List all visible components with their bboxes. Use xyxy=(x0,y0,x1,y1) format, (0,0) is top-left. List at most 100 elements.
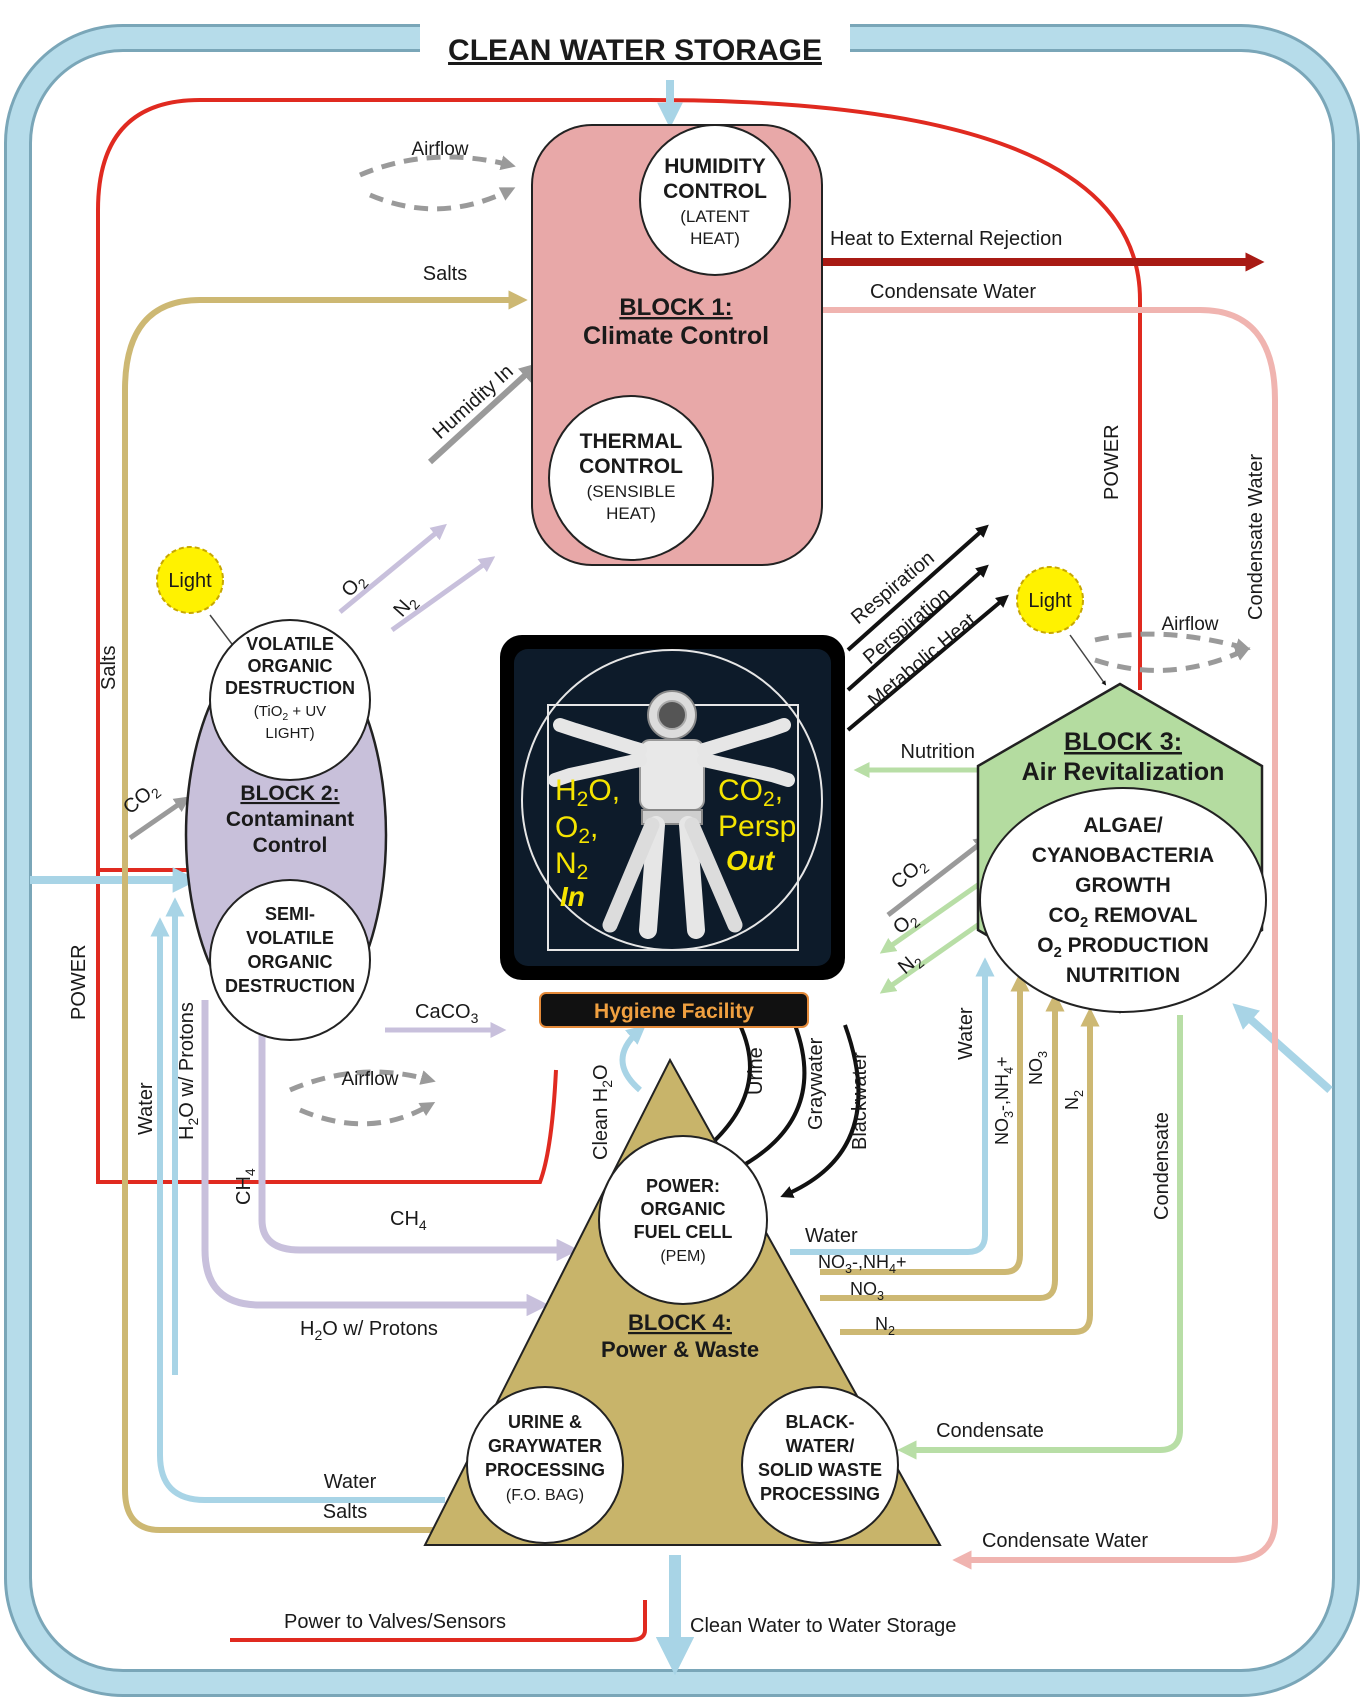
clean-water-storage-label: Clean Water to Water Storage xyxy=(690,1615,956,1637)
block2-name-2: Control xyxy=(253,834,328,857)
volatile-line-3: DESTRUCTION xyxy=(225,678,355,698)
n2-label: N2 xyxy=(389,590,423,623)
water-return-line xyxy=(150,917,445,1503)
volatile-line-4: (TiO2 + UV xyxy=(254,703,326,723)
clean-h2o-arrow xyxy=(619,1024,646,1093)
volatile-line-2: ORGANIC xyxy=(248,656,333,676)
semivolatile-line-4: DESTRUCTION xyxy=(225,976,355,996)
power-line-1: POWER: xyxy=(646,1176,720,1196)
crew-output-arrows xyxy=(846,524,1009,732)
co2-in-block2-arrow xyxy=(128,796,191,841)
crew-out-persp: Persp xyxy=(718,810,796,843)
block4-title: BLOCK 4: xyxy=(628,1310,732,1335)
block3-line-6: NUTRITION xyxy=(1066,964,1180,987)
caco3-label: CaCO3 xyxy=(415,1001,479,1026)
power-line-4: (PEM) xyxy=(660,1248,705,1265)
vitruvian-astronaut-icon xyxy=(521,649,823,951)
volatile-organic-circle xyxy=(209,619,371,781)
urine-label: Urine xyxy=(745,1047,767,1095)
airflow-label-top: Airflow xyxy=(411,139,468,160)
block1-title: BLOCK 1: xyxy=(619,294,732,321)
humidity-line-4: HEAT) xyxy=(690,229,740,248)
water-to-block3-line xyxy=(790,957,995,1255)
crew-in-h2o: H2O, xyxy=(555,774,620,811)
semivolatile-line-3: ORGANIC xyxy=(248,952,333,972)
crew-out-label: Out xyxy=(726,845,776,876)
urine-line-1: URINE & xyxy=(508,1412,582,1432)
ch4-line xyxy=(258,1030,579,1262)
salts-top-label: Salts xyxy=(423,263,467,285)
light-label-left: Light xyxy=(168,570,212,592)
blackwater-processing-circle xyxy=(741,1386,899,1544)
block3-title: BLOCK 3: xyxy=(1064,728,1182,756)
humidity-in-label: Humidity In xyxy=(429,360,518,443)
urine-line-3: PROCESSING xyxy=(485,1460,605,1480)
o2-out-arrow xyxy=(338,523,447,614)
no3-vertical-label: NO3 xyxy=(1026,1051,1050,1085)
black-line-2: WATER/ xyxy=(786,1436,855,1456)
block3-name: Air Revitalization xyxy=(1022,758,1225,786)
fuel-cell-circle xyxy=(598,1135,768,1305)
ch4-vertical-label: CH4 xyxy=(233,1168,258,1205)
condensate-water-bottom-label: Condensate Water xyxy=(982,1530,1148,1552)
no3-label: NO3 xyxy=(850,1279,884,1303)
h2o-protons-vertical-label: H2O w/ Protons xyxy=(176,1002,201,1140)
graywater-label: Graywater xyxy=(805,1037,827,1130)
no3-nh4-label: NO3-,NH4+ xyxy=(818,1252,907,1276)
power-lines xyxy=(96,98,1142,1642)
condensate-water-top-label: Condensate Water xyxy=(870,281,1036,303)
light-sun-right xyxy=(1016,566,1084,634)
block1-name: Climate Control xyxy=(583,322,769,350)
thermal-line-2: CONTROL xyxy=(579,455,683,478)
airflow-label-bottom: Airflow xyxy=(341,1069,398,1090)
airflow-label-right: Airflow xyxy=(1161,614,1218,635)
salts-bottom-label: Salts xyxy=(323,1501,367,1523)
condensate-vertical-label: Condensate xyxy=(1151,1112,1173,1220)
no3-nh4-vertical-label: NO3-,NH4+ xyxy=(992,1056,1016,1145)
heat-rejection-label: Heat to External Rejection xyxy=(830,228,1062,250)
semivolatile-line-1: SEMI- xyxy=(265,904,315,924)
storage-title: CLEAN WATER STORAGE xyxy=(448,34,822,67)
thermal-line-4: HEAT) xyxy=(606,504,656,523)
salts-left-label: Salts xyxy=(98,646,120,690)
condensate-bottom-label: Condensate xyxy=(936,1420,1044,1442)
power-line-3: FUEL CELL xyxy=(634,1222,733,1242)
thermal-line-3: (SENSIBLE xyxy=(587,482,676,501)
semivolatile-organic-circle xyxy=(209,879,371,1041)
crew-in-label: In xyxy=(560,881,585,912)
crew-in-n2: N2 xyxy=(555,847,588,884)
n2-line xyxy=(840,1007,1100,1335)
block2-title: BLOCK 2: xyxy=(240,782,339,805)
hygiene-facility-label: Hygiene Facility xyxy=(594,1000,754,1023)
block4-name: Power & Waste xyxy=(601,1337,759,1362)
condensate-line xyxy=(897,1015,1183,1460)
power-valves-label: Power to Valves/Sensors xyxy=(284,1611,506,1633)
water-bottom-label: Water xyxy=(324,1471,377,1493)
block3-line-4: CO2 REMOVAL xyxy=(1049,904,1198,931)
n2-supply-label: N2 xyxy=(875,1314,895,1338)
blackwater-label: Blackwater xyxy=(849,1052,871,1150)
o2-out-block3-arrow xyxy=(879,877,987,954)
semivolatile-line-2: VOLATILE xyxy=(246,928,334,948)
clean-h2o-label: Clean H2O xyxy=(590,1064,615,1160)
humidity-line-1: HUMIDITY xyxy=(664,155,766,178)
no3-nh4-line xyxy=(820,972,1030,1275)
waste-arrows xyxy=(706,1024,861,1198)
water-vertical-block3-label: Water xyxy=(955,1007,977,1060)
n2-out-arrow xyxy=(390,556,496,633)
water-supply-label: Water xyxy=(805,1225,858,1247)
light-connector-right xyxy=(1069,634,1107,686)
h2o-protons-mid-label: H2O w/ Protons xyxy=(300,1318,438,1343)
block3-line-3: GROWTH xyxy=(1075,874,1171,897)
o2-label: O2 xyxy=(337,569,371,603)
humidity-line-3: (LATENT xyxy=(680,207,750,226)
condensate-water-line xyxy=(822,307,1278,1570)
no3-line xyxy=(820,992,1065,1301)
thermal-line-1: THERMAL xyxy=(580,430,683,453)
humidity-in-arrow xyxy=(427,362,539,465)
storage-title-bg xyxy=(420,20,850,70)
black-line-1: BLACK- xyxy=(786,1412,855,1432)
light-sun-left xyxy=(156,546,224,614)
co2-in-block3-arrow xyxy=(886,836,991,917)
